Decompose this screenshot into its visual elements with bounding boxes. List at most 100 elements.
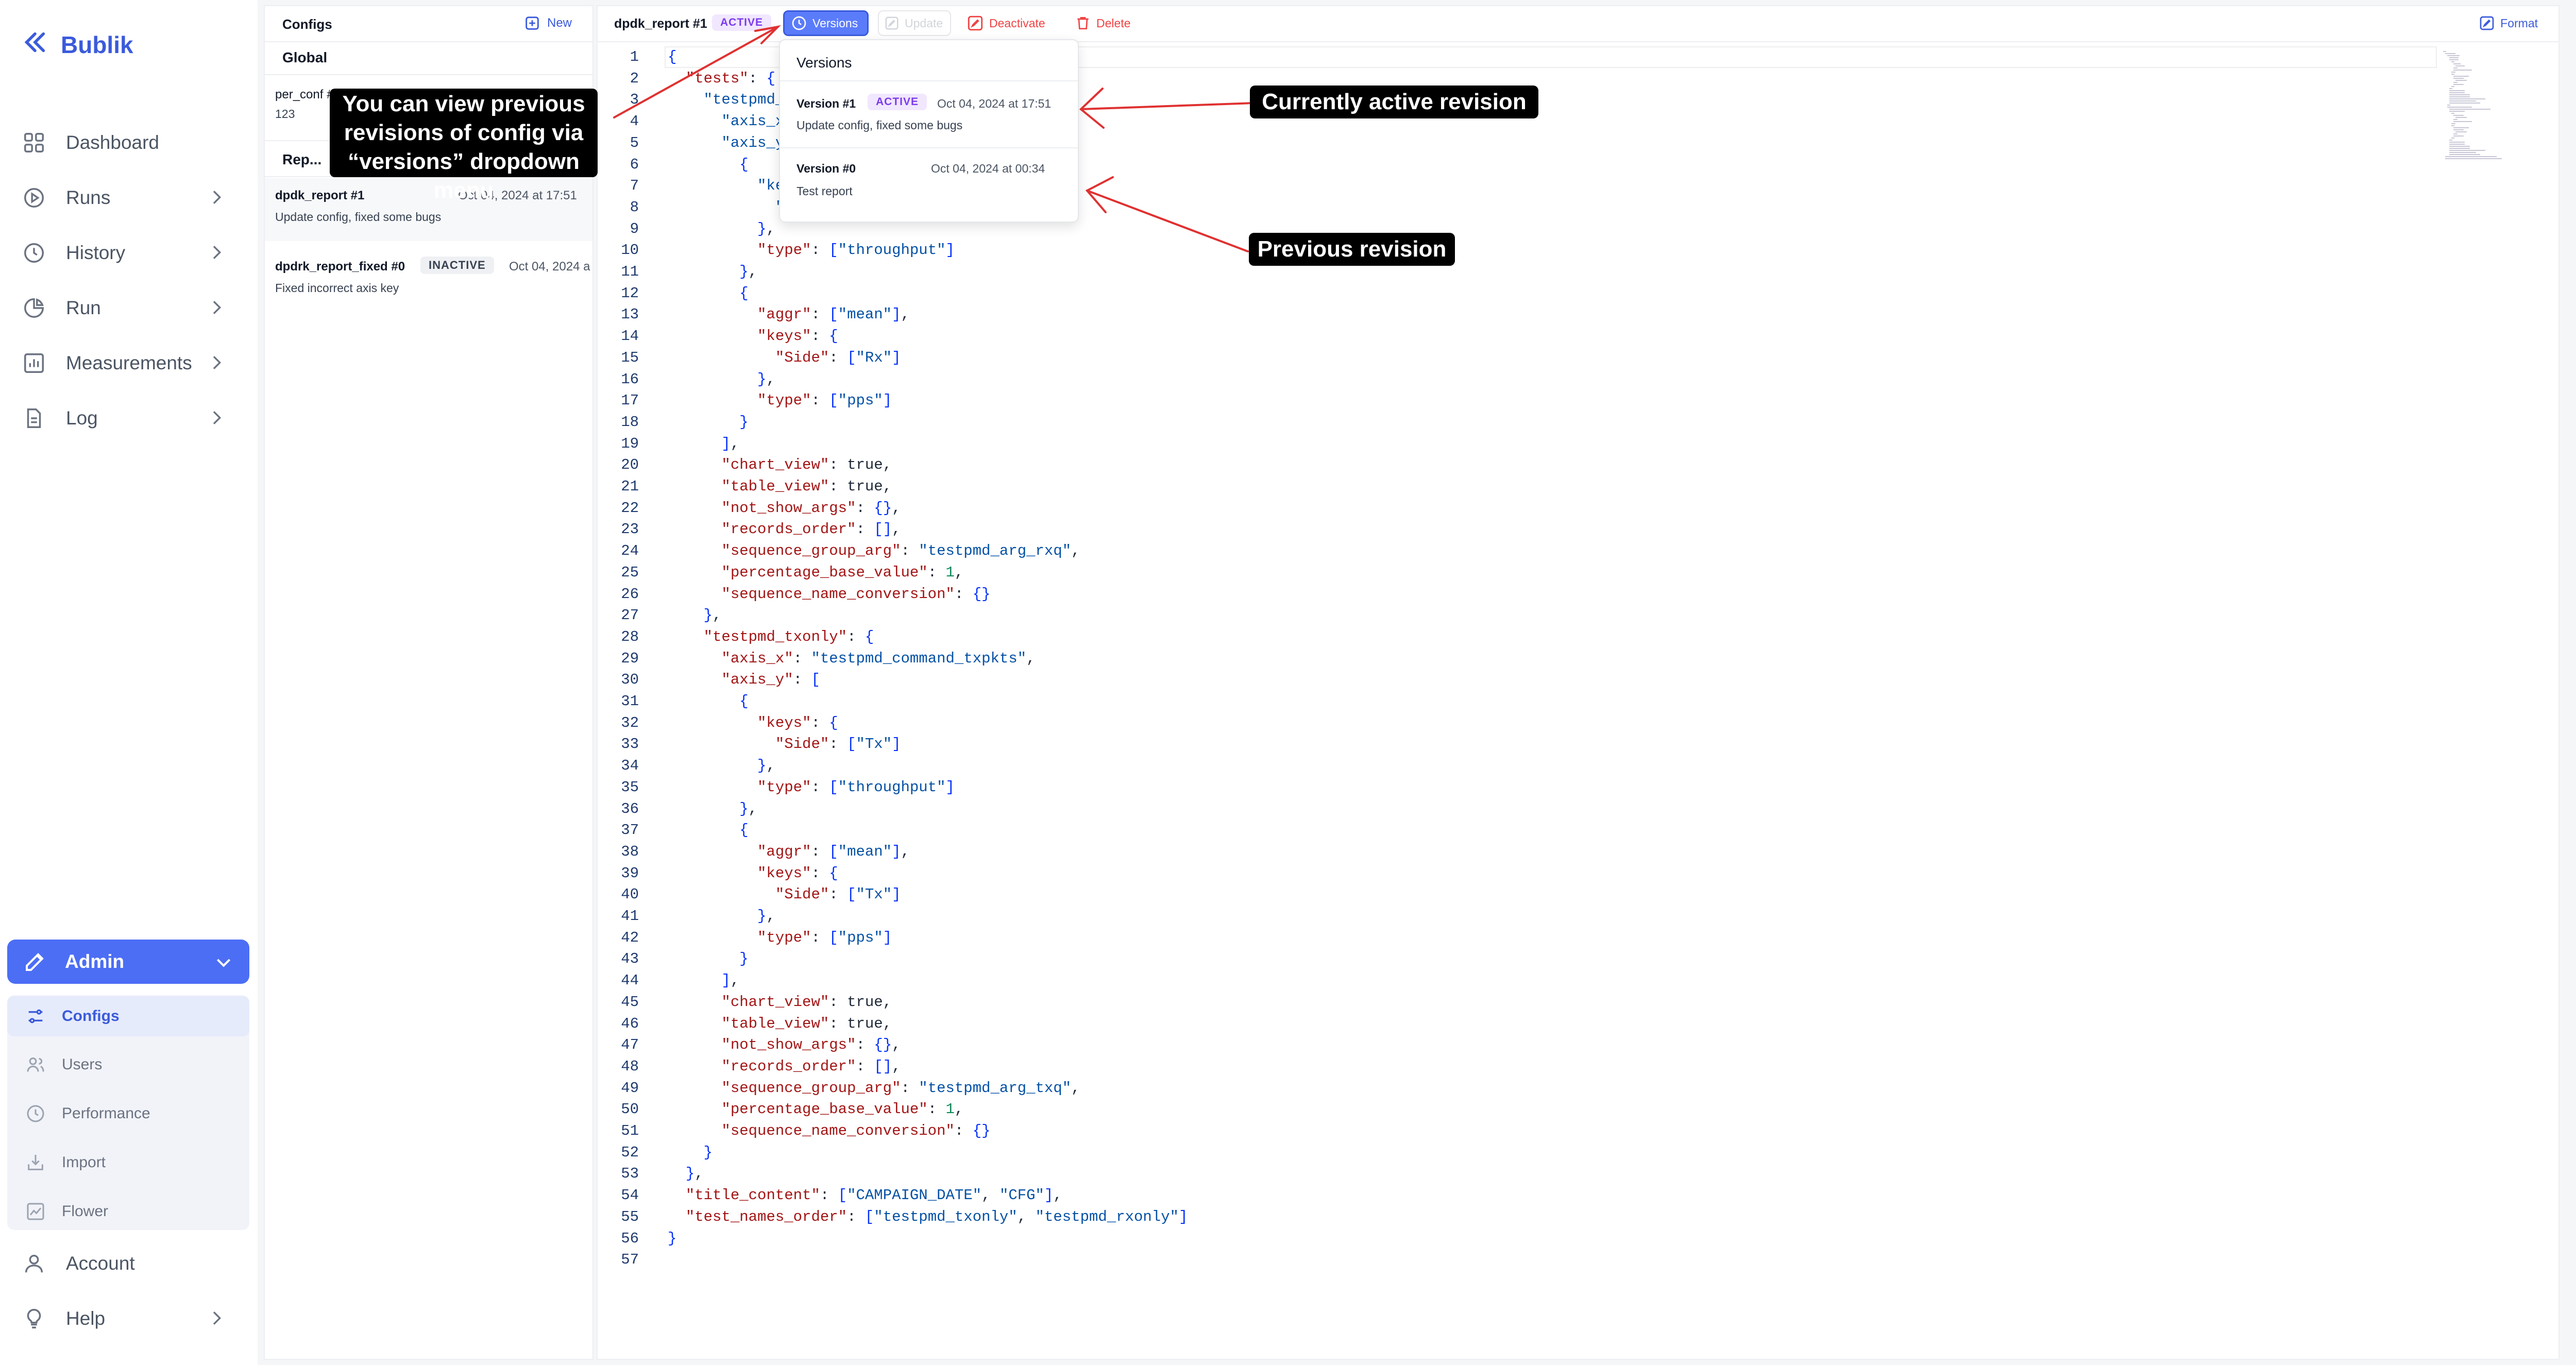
- line-number: 47: [621, 1036, 639, 1054]
- code-text[interactable]: { "tests": { "testpmd_ "axis_x" "axis_y"…: [668, 46, 2419, 1334]
- code-line[interactable]: "not_show_args": {},: [721, 499, 901, 517]
- config-row[interactable]: dpdrk_report_fixed #0 INACTIVE Oct 04, 2…: [265, 246, 592, 308]
- code-line[interactable]: "chart_view": true,: [721, 993, 892, 1011]
- code-line[interactable]: "test_names_order": ["testpmd_txonly", "…: [685, 1208, 1188, 1225]
- submenu-import[interactable]: Import: [7, 1142, 249, 1183]
- code-line[interactable]: "keys": {: [757, 864, 838, 882]
- code-line[interactable]: },: [739, 263, 758, 280]
- code-line[interactable]: }: [668, 1230, 677, 1247]
- global-config-desc: 123: [275, 107, 295, 121]
- code-line[interactable]: "records_order": [],: [721, 1057, 901, 1075]
- code-line[interactable]: "type": ["pps"]: [757, 392, 892, 410]
- section-global: Global: [282, 49, 328, 65]
- submenu-configs[interactable]: Configs: [7, 996, 249, 1036]
- nav-admin[interactable]: Admin: [7, 940, 249, 984]
- format-button[interactable]: Format: [2479, 10, 2538, 36]
- line-number: 14: [621, 328, 639, 345]
- code-line[interactable]: "testpmd_: [703, 91, 785, 109]
- code-line[interactable]: "percentage_base_value": 1,: [721, 1101, 964, 1118]
- code-line[interactable]: "testpmd_txonly": {: [703, 628, 874, 645]
- code-line[interactable]: "aggr": ["mean"],: [757, 843, 910, 860]
- code-line[interactable]: "type": ["throughput"]: [757, 778, 955, 796]
- nav-measurements[interactable]: Measurements: [21, 341, 237, 385]
- code-line[interactable]: {: [739, 693, 749, 710]
- code-line[interactable]: "Side": ["Tx"]: [775, 886, 901, 903]
- code-line[interactable]: "sequence_name_conversion": {}: [721, 1122, 991, 1139]
- version-date: Oct 04, 2024 at 17:51: [937, 97, 1052, 110]
- code-line[interactable]: {: [739, 156, 749, 173]
- code-line[interactable]: }: [703, 1144, 713, 1161]
- new-config-button[interactable]: New: [523, 14, 572, 32]
- code-line[interactable]: "not_show_args": {},: [721, 1036, 901, 1054]
- line-number: 8: [630, 198, 639, 216]
- code-line[interactable]: "axis_x": [721, 113, 793, 130]
- config-row-selected[interactable]: dpdk_report #1 Oct 04, 2024 at 17:51 Upd…: [265, 178, 592, 241]
- code-line[interactable]: {: [739, 822, 749, 839]
- code-line[interactable]: "chart_view": true,: [721, 456, 892, 474]
- previous-callout: Previous revision: [1249, 233, 1455, 266]
- code-line[interactable]: "axis_x": "testpmd_command_txpkts",: [721, 650, 1036, 667]
- code-line[interactable]: "type": ["pps"]: [757, 929, 892, 946]
- code-line[interactable]: "sequence_group_arg": "testpmd_arg_rxq",: [721, 542, 1080, 560]
- nav-run[interactable]: Run: [21, 286, 237, 330]
- code-line[interactable]: "title_content": ["CAMPAIGN_DATE", "CFG"…: [685, 1187, 1062, 1204]
- nav-account[interactable]: Account: [21, 1241, 237, 1286]
- code-line[interactable]: }: [739, 413, 749, 431]
- code-line[interactable]: "tests": {: [685, 70, 775, 87]
- code-line[interactable]: ],: [721, 972, 740, 989]
- code-line[interactable]: },: [685, 1165, 704, 1183]
- code-line[interactable]: "table_view": true,: [721, 478, 892, 495]
- nav-log[interactable]: Log: [21, 396, 237, 440]
- code-line[interactable]: "records_order": [],: [721, 521, 901, 538]
- update-button[interactable]: Update: [878, 10, 951, 36]
- code-line[interactable]: {: [739, 284, 749, 302]
- code-line[interactable]: "table_view": true,: [721, 1015, 892, 1032]
- submenu-flower[interactable]: Flower: [7, 1191, 249, 1232]
- code-line[interactable]: "axis_y": [: [721, 671, 820, 689]
- code-line[interactable]: "type": ["throughput"]: [757, 242, 955, 259]
- nav-runs[interactable]: Runs: [21, 176, 237, 220]
- nav-dashboard[interactable]: Dashboard: [21, 121, 237, 165]
- code-line[interactable]: },: [739, 800, 758, 817]
- code-line[interactable]: }: [739, 950, 749, 968]
- code-line[interactable]: },: [757, 908, 775, 925]
- code-line[interactable]: "axis_y": [721, 134, 793, 151]
- code-line[interactable]: "percentage_base_value": 1,: [721, 564, 964, 581]
- nav-history[interactable]: History: [21, 231, 237, 275]
- version-item-active[interactable]: Version #1 ACTIVE Oct 04, 2024 at 17:51 …: [780, 81, 1078, 144]
- code-line[interactable]: "keys": {: [757, 328, 838, 345]
- code-line[interactable]: "aggr": ["mean"],: [757, 306, 910, 323]
- code-line[interactable]: },: [757, 370, 775, 388]
- deactivate-button[interactable]: Deactivate: [967, 10, 1045, 36]
- code-line[interactable]: "sequence_group_arg": "testpmd_arg_txq",: [721, 1079, 1080, 1097]
- code-line[interactable]: },: [757, 757, 775, 775]
- code-line[interactable]: },: [703, 607, 722, 624]
- brand-logo[interactable]: Bublik: [21, 27, 133, 63]
- version-item[interactable]: Version #0 Oct 04, 2024 at 00:34 Test re…: [780, 148, 1078, 210]
- delete-label: Delete: [1096, 16, 1131, 30]
- versions-button[interactable]: Versions: [783, 10, 869, 36]
- line-number: 41: [621, 908, 639, 925]
- nav-help[interactable]: Help: [21, 1296, 237, 1341]
- version-label: Version #1: [796, 97, 856, 110]
- line-number: 19: [621, 435, 639, 452]
- line-number: 50: [621, 1101, 639, 1118]
- submenu-performance[interactable]: Performance: [7, 1094, 249, 1134]
- code-line[interactable]: {: [668, 48, 677, 65]
- code-line[interactable]: "ke: [757, 177, 785, 195]
- code-line[interactable]: "Side": ["Tx"]: [775, 736, 901, 753]
- code-line[interactable]: "keys": {: [757, 714, 838, 731]
- code-line[interactable]: },: [757, 220, 775, 237]
- line-number: 6: [630, 156, 639, 173]
- delete-button[interactable]: Delete: [1075, 10, 1130, 36]
- version-label: Version #0: [796, 162, 856, 175]
- code-line[interactable]: ],: [721, 435, 740, 452]
- code-line[interactable]: "Side": ["Rx"]: [775, 349, 901, 366]
- submenu-users[interactable]: Users: [7, 1045, 249, 1085]
- code-line[interactable]: "sequence_name_conversion": {}: [721, 585, 991, 603]
- code-line[interactable]: ": [668, 197, 784, 218]
- collapse-chevrons-icon[interactable]: [21, 28, 49, 62]
- minimap[interactable]: [2442, 49, 2509, 163]
